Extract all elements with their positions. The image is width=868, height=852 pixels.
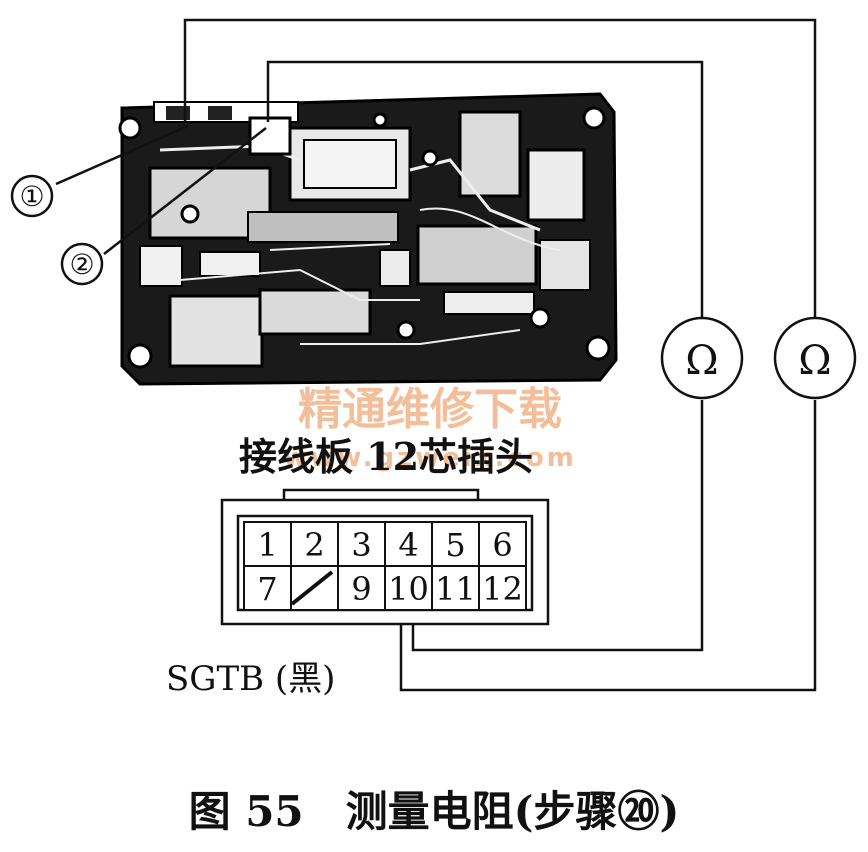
pin-cell xyxy=(243,565,292,611)
wire-outer-return xyxy=(399,400,817,692)
connector-name: SGTB (黑) xyxy=(166,659,335,699)
watermark-line2: www.gzweix.com xyxy=(283,443,577,473)
watermark: 精通维修下载 www.gzweix.com xyxy=(283,384,577,473)
callout-1: ① xyxy=(10,124,189,218)
pin-label: 7 xyxy=(257,570,277,608)
callout-2-label: ② xyxy=(69,248,94,281)
figure-caption: 图 55 测量电阻(步骤⑳) xyxy=(189,787,680,836)
callout-1-label: ① xyxy=(19,180,44,213)
circuit-board-illustration xyxy=(118,92,618,386)
callout-2: ② xyxy=(60,127,267,286)
pin-label: 4 xyxy=(398,526,418,564)
pin-cell xyxy=(337,565,386,611)
pin-label: 11 xyxy=(435,570,476,608)
pin-cell xyxy=(384,565,433,611)
pin-label: 3 xyxy=(351,526,371,564)
ohmmeter-right: Ω xyxy=(773,316,857,400)
pin-label: 1 xyxy=(257,526,277,564)
ohmmeter-left: Ω xyxy=(660,316,744,400)
pin-label: 10 xyxy=(388,570,429,608)
wire-inner-return xyxy=(411,400,704,652)
measurement-wires xyxy=(183,18,817,692)
connector-label: 接线板 12芯插头 xyxy=(239,434,533,479)
pin-cell xyxy=(431,521,480,567)
pin-label: 12 xyxy=(482,570,523,608)
watermark-line1: 精通维修下载 xyxy=(298,384,562,435)
wire-inner-loop xyxy=(266,60,704,318)
pin-cell xyxy=(478,565,527,611)
pin-label: 5 xyxy=(445,526,465,564)
ohm-symbol-right: Ω xyxy=(798,338,831,384)
pin-cell xyxy=(290,521,339,567)
pin-label: 6 xyxy=(492,526,512,564)
pin-label: 2 xyxy=(304,526,324,564)
wire-outer-loop xyxy=(183,18,817,318)
pin-cell xyxy=(337,521,386,567)
pin-label: 9 xyxy=(351,570,371,608)
blank-pin-slash xyxy=(290,570,334,606)
pin-cell xyxy=(431,565,480,611)
ohm-symbol-left: Ω xyxy=(685,338,718,384)
